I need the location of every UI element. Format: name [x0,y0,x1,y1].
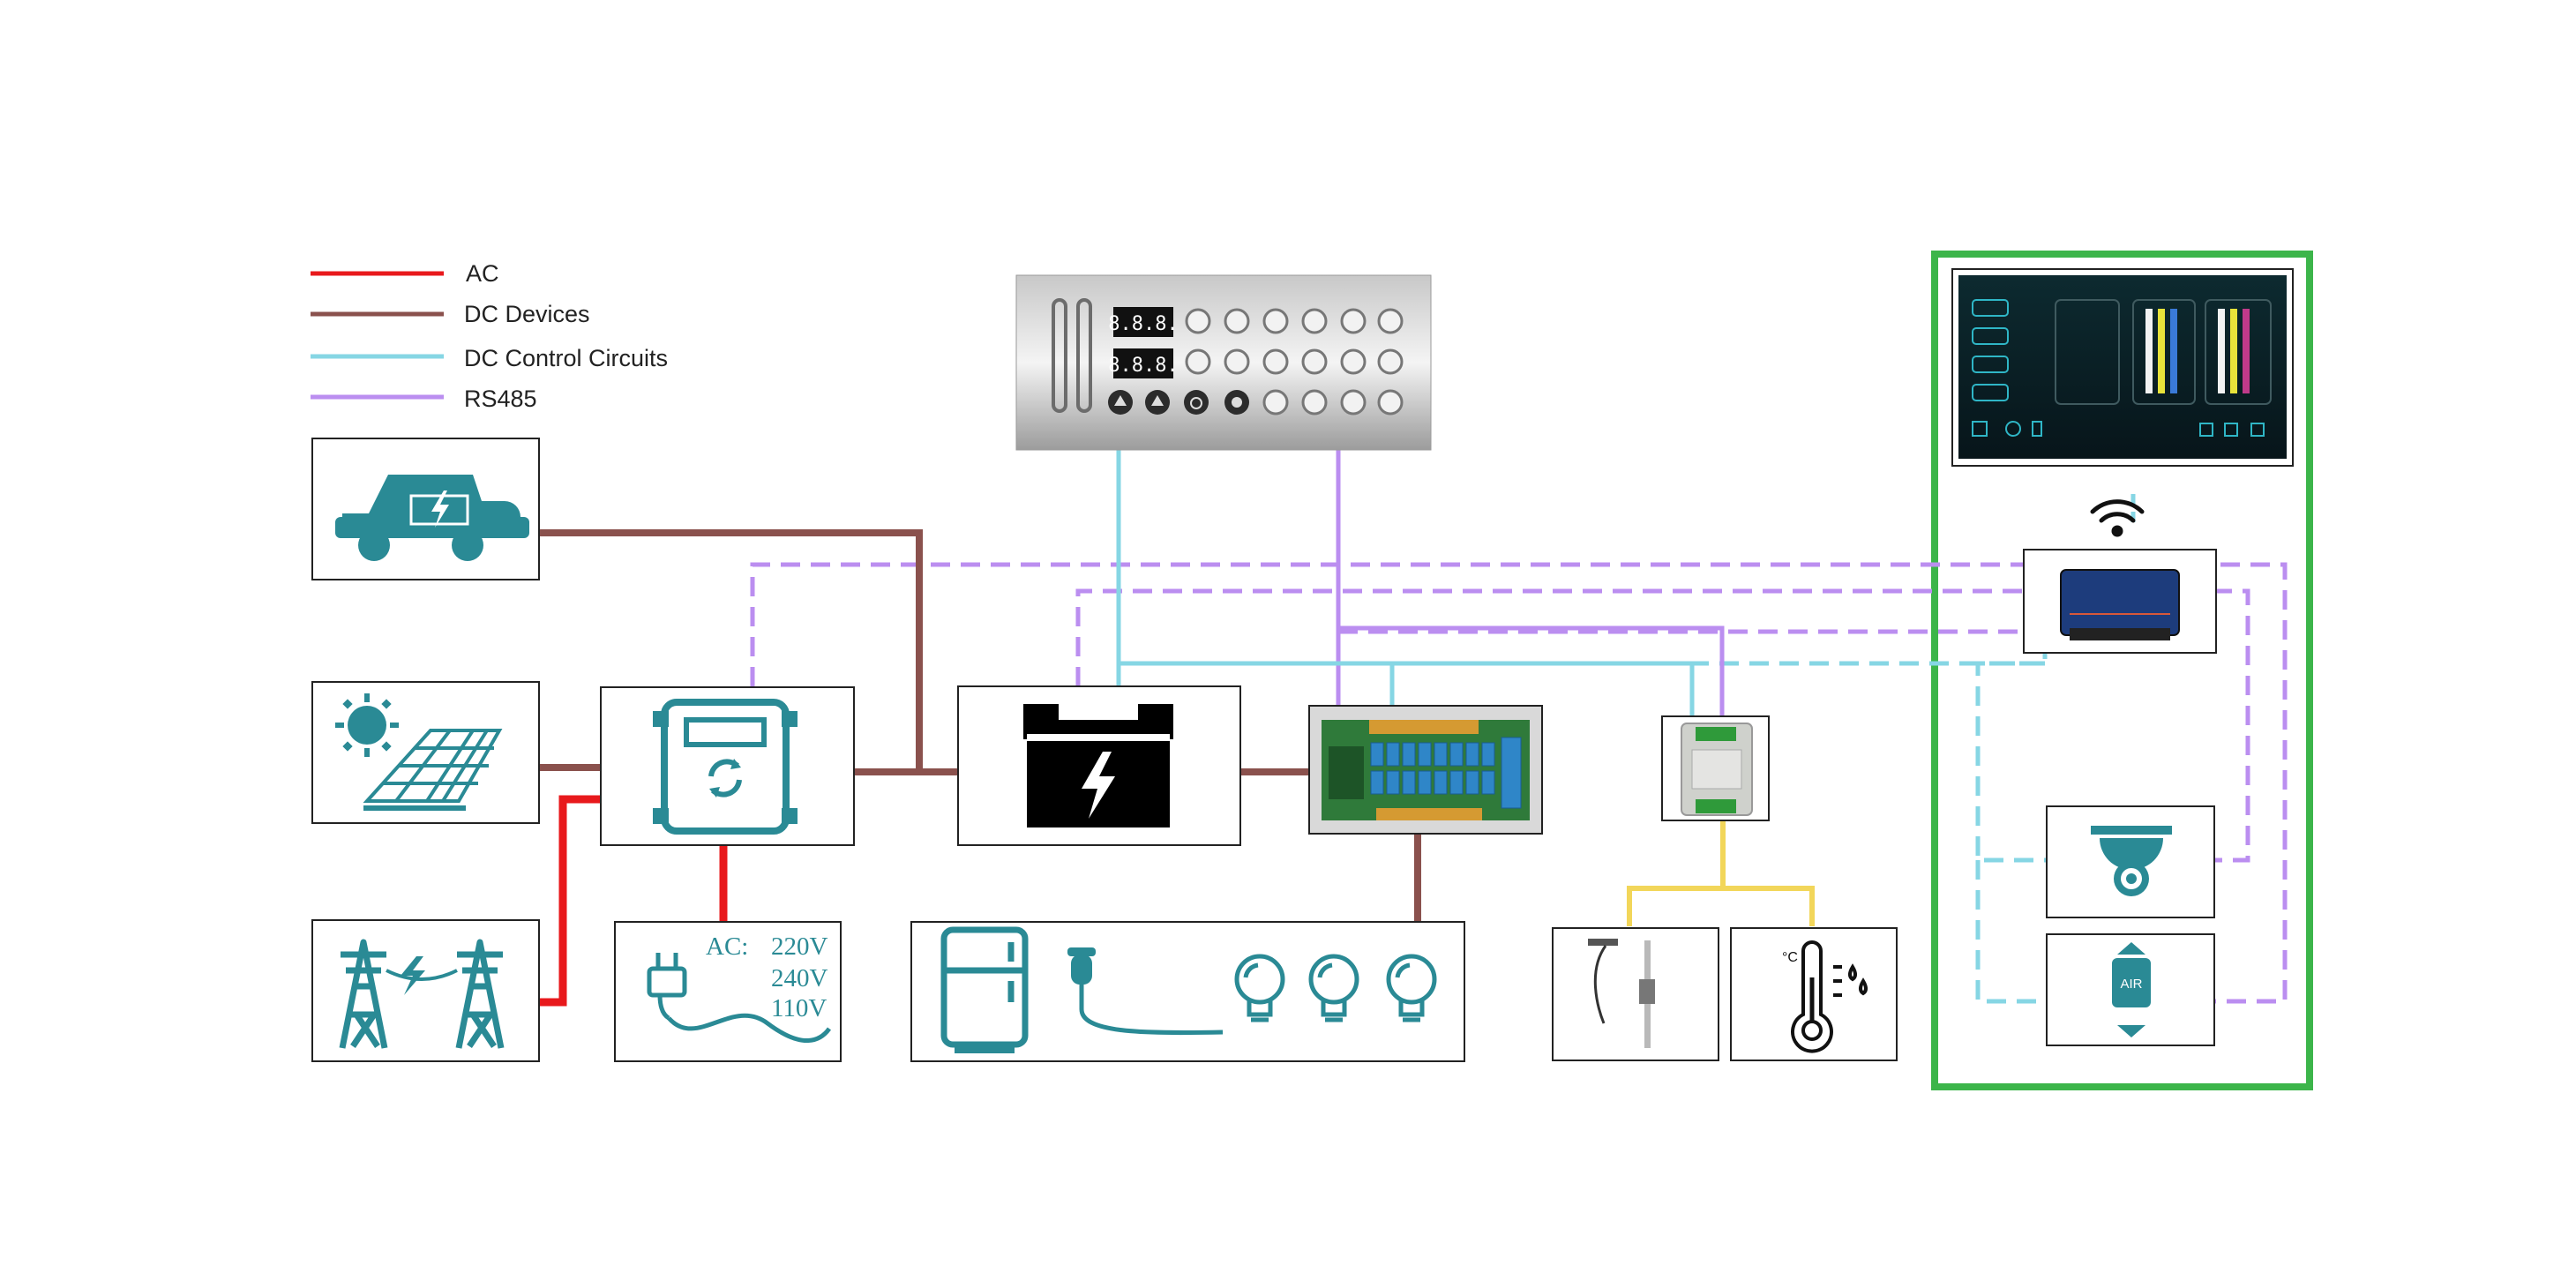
air-node: AIR [2046,933,2215,1046]
power-tower-icon [339,939,505,1049]
grid-node [311,919,540,1062]
lightning-icon [431,490,449,528]
solar-node [311,681,540,824]
power-icon [1190,397,1202,409]
light-bulb-icon [1386,954,1437,1022]
level-sensor-icon [1588,939,1655,1048]
appliances-node [910,921,1465,1062]
ac-voltage-240: 240V [771,964,828,992]
ac-voltage-110: 110V [771,994,827,1022]
up-arrow-icon [1114,395,1127,406]
car-battery-icon [1023,704,1173,827]
display-2-text: 8.8.8. [1108,355,1178,377]
fridge-icon [940,926,1029,1053]
solar-panel-icon [363,729,503,811]
water-pump-icon [1067,947,1224,1036]
inverter-node [600,686,855,846]
terminal-strip-bottom [1376,808,1482,820]
thermometer-icon [1791,940,1868,1053]
relay-modules [1370,737,1522,809]
grid-lightning-icon [401,956,425,995]
plug-icon [647,953,832,1043]
dc-device-lines [540,529,1421,922]
sensor-lines [1627,820,1815,926]
terminal-strip-top [1369,720,1479,734]
ac-lines [540,795,728,1007]
ac-prefix: AC: [706,932,748,961]
rs485-solid-lines [1336,450,1725,716]
screen-left-menu [1972,299,2272,405]
screen-bottom-icons[interactable] [1972,421,2265,437]
level-sensor-node [1552,927,1719,1061]
record-icon [1232,397,1242,408]
relay-board-node [1308,705,1543,835]
up-arrow-icon [1151,395,1164,406]
light-bulb-icon [1234,954,1285,1022]
tank-gauges [1052,298,1092,413]
sun-icon [335,693,399,757]
control-panel-node: 8.8.8. 8.8.8. [1015,274,1432,451]
legend [311,271,444,400]
battery-node [957,685,1241,846]
light-bulb-icon [1308,954,1359,1022]
camera-node [2046,805,2215,918]
display-2 [1113,348,1173,378]
smart-control-zone [1931,251,2313,1090]
display-1-text: 8.8.8. [1108,313,1178,335]
ac-voltage-220: 220V [771,932,828,961]
legend-label-dc-control: DC Control Circuits [464,345,669,371]
legend-label-rs485: RS485 [464,386,537,412]
display-1 [1113,307,1173,337]
electric-car-icon [335,475,529,561]
battery-icon [409,494,469,526]
ev-node [311,438,540,580]
celsius-icon: °C [1782,950,1798,965]
temp-sensor-node: °C [1730,927,1898,1061]
security-camera-icon [2091,826,2172,896]
air-control-icon: AIR [2112,942,2151,1037]
gateway-node [2023,549,2217,654]
ac-outlet-node: AC: 220V 240V 110V [614,921,842,1062]
legend-label-ac: AC [466,260,499,287]
legend-label-dc-devices: DC Devices [464,301,590,327]
air-label: AIR [2120,977,2142,992]
io-module-node [1661,715,1770,821]
touchscreen-node [1951,268,2294,467]
inverter-icon [653,699,798,835]
control-dashed-lines [1689,494,2136,1004]
panel-switches[interactable] [1185,308,1404,416]
screen-level-bars [2145,309,2250,393]
wifi-icon [2090,499,2145,537]
control-solid-lines [1116,450,1695,716]
